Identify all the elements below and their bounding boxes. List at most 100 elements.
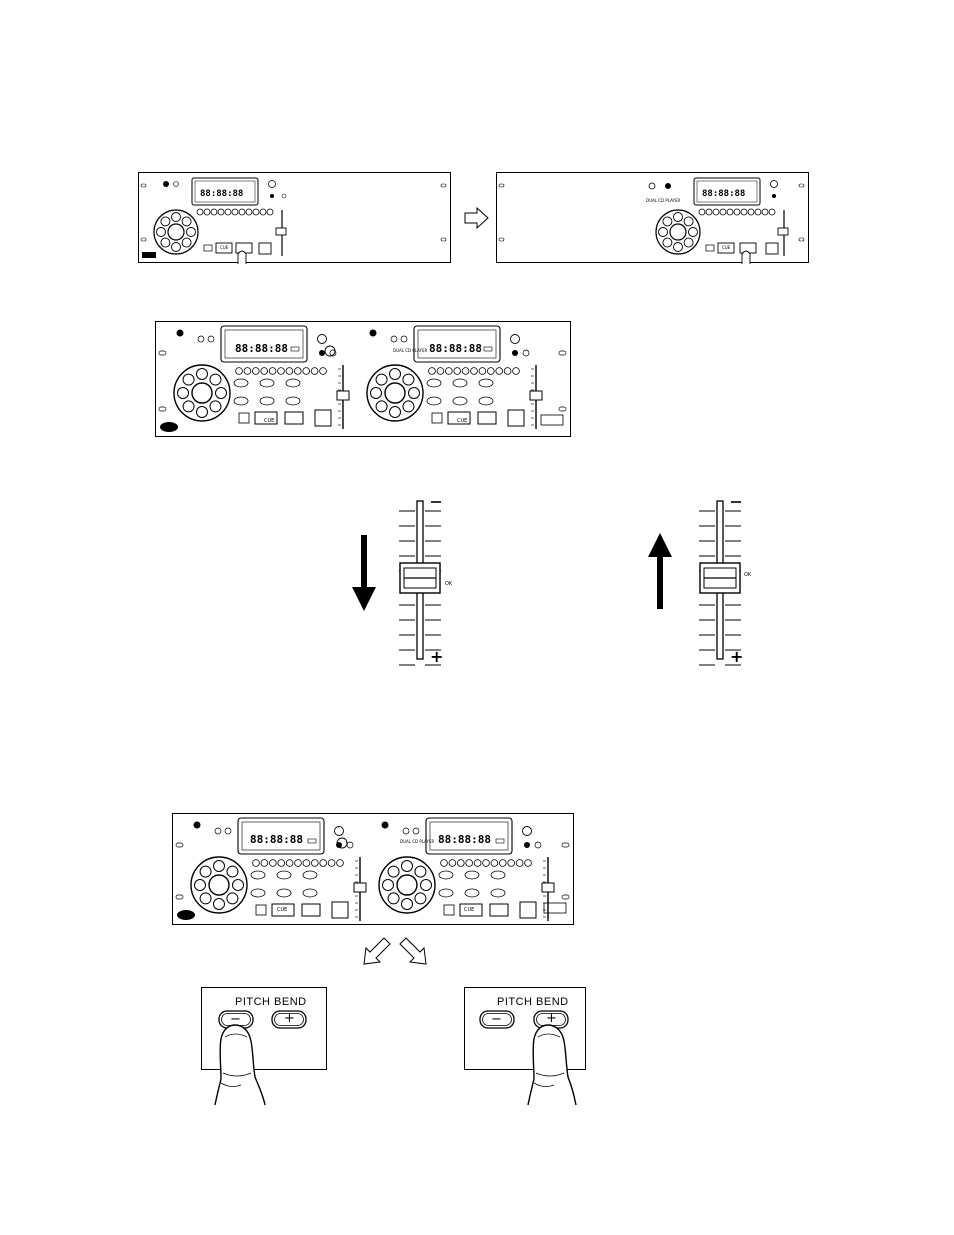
deck-b-play-button <box>490 904 508 916</box>
rack-hole <box>562 895 569 899</box>
jog-button <box>172 243 181 252</box>
jog-button <box>674 213 683 222</box>
dual-bottom-label: DUAL CD PLAYER <box>400 839 434 844</box>
step1-right-dual-label: DUAL CD PLAYER <box>646 198 680 203</box>
deck-b-jog-center <box>385 383 405 403</box>
deck-b-led <box>391 336 397 342</box>
brand-logo <box>160 422 178 432</box>
deck-b-knob <box>511 335 520 344</box>
deck-a-jog-button <box>183 374 194 385</box>
deck-b-lcd-bar <box>484 347 492 351</box>
deck-b-jog-button <box>421 880 432 891</box>
deck-a-track-button <box>328 860 335 867</box>
deck-b-power-knob <box>382 822 389 829</box>
deck-b-led <box>403 828 409 834</box>
pitch-bend-plus-button-right[interactable]: + <box>546 1011 557 1026</box>
deck-b-track-button <box>504 368 511 375</box>
deck-b-jog-button <box>415 893 426 904</box>
deck-b-track-button <box>474 860 481 867</box>
deck-b-slider-knob <box>530 391 542 400</box>
brand-badge <box>541 415 563 425</box>
deck-b-led <box>413 828 419 834</box>
deck-a-track-button <box>320 860 327 867</box>
track-button <box>197 209 203 215</box>
deck-b-track-button <box>445 368 452 375</box>
deck-b-track-button <box>466 860 473 867</box>
deck-a-function-button <box>303 871 317 879</box>
deck-a-led <box>225 828 231 834</box>
deck-b-function-button <box>453 379 467 387</box>
deck-b-function-button <box>465 871 479 879</box>
deck-a-lcd-bar <box>308 839 316 843</box>
deck-a-led <box>198 336 204 342</box>
track-button <box>755 209 761 215</box>
deck-a-jog-button <box>200 866 211 877</box>
panel-frame <box>173 814 574 925</box>
deck-a-track-button <box>253 860 260 867</box>
jog-button <box>161 238 170 247</box>
pitch-bend-minus-button-left[interactable]: − <box>230 1012 241 1027</box>
dual-bottom-display-b: 88:88:88 <box>438 833 491 846</box>
deck-b-track-button <box>441 860 448 867</box>
dual-bottom-cue-a: CUE <box>277 907 287 913</box>
track-button <box>706 209 712 215</box>
deck-a-slider-knob <box>337 391 349 400</box>
deck-a-jog-center <box>192 383 212 403</box>
step1-right-panel: 88:88:88 DUAL CD PLAYER CUE <box>496 172 810 264</box>
step1-left-display-time: 88:88:88 <box>200 189 243 199</box>
pitch-slider-right: OK + <box>695 497 775 667</box>
dual-top-cue-b: CUE <box>457 418 467 424</box>
deck-b-jog-button <box>388 893 399 904</box>
deck-b-track-button <box>508 860 515 867</box>
deck-a-jog-button <box>227 866 238 877</box>
deck-a-small-button <box>239 413 249 423</box>
deck-b-jog-button <box>402 899 413 910</box>
dual-top-display-b: 88:88:88 <box>429 342 482 355</box>
track-button <box>232 209 238 215</box>
deck-b-jog-button <box>409 388 420 399</box>
deck-a-track-button <box>286 860 293 867</box>
dual-top-label: DUAL CD PLAYER <box>393 348 427 353</box>
deck-a-power-knob <box>194 822 201 829</box>
step1-left-panel: 88:88:88 CUE <box>138 172 452 264</box>
deck-a-track-button <box>261 860 268 867</box>
track-button <box>260 209 266 215</box>
pitch-slider-right-drawing <box>695 497 775 667</box>
deck-b-function-button <box>465 889 479 897</box>
pitch-bend-label-left: PITCH BEND <box>235 996 307 1008</box>
deck-b-track-button <box>429 368 436 375</box>
step1-right-cue-label: CUE <box>722 245 730 250</box>
deck-b-jog-button <box>388 866 399 877</box>
deck-a-function-button <box>260 379 274 387</box>
step1-left-cue-label: CUE <box>220 245 228 250</box>
pitch-bend-plus-button-left[interactable]: + <box>284 1011 295 1026</box>
deck-a-play-button <box>285 412 303 424</box>
deck-a-jog-button <box>197 369 208 380</box>
deck-a-track-button <box>311 368 318 375</box>
deck-a-track-button <box>303 368 310 375</box>
deck-b-knob <box>523 827 532 836</box>
deck-a-function-button <box>234 397 248 405</box>
deck-a-jog-button <box>227 893 238 904</box>
deck-b-led <box>401 336 407 342</box>
pitch-bend-plus-box: PITCH BEND − + <box>464 987 590 1105</box>
arrow-down <box>350 535 378 613</box>
pitch-bend-label-right: PITCH BEND <box>497 996 569 1008</box>
deck-b-function-button <box>479 397 493 405</box>
pitch-bend-minus-button-right[interactable]: − <box>491 1012 502 1027</box>
deck-b-function-button <box>491 889 505 897</box>
dual-bottom-display-a: 88:88:88 <box>250 833 303 846</box>
deck-b-function-button <box>439 871 453 879</box>
deck-a-track-button <box>252 368 259 375</box>
deck-b-pitch-bend-button <box>508 410 524 426</box>
step1-left-panel-drawing <box>138 172 452 264</box>
jog-button <box>674 243 683 252</box>
deck-b-jog-button <box>371 388 382 399</box>
step1-arrow-right <box>464 206 490 230</box>
jog-button <box>172 213 181 222</box>
pitch-slider-left: OK + <box>395 497 475 667</box>
deck-a-track-button <box>337 860 344 867</box>
rack-hole <box>562 843 569 847</box>
deck-a-track-button <box>278 368 285 375</box>
rack-hole <box>176 843 183 847</box>
